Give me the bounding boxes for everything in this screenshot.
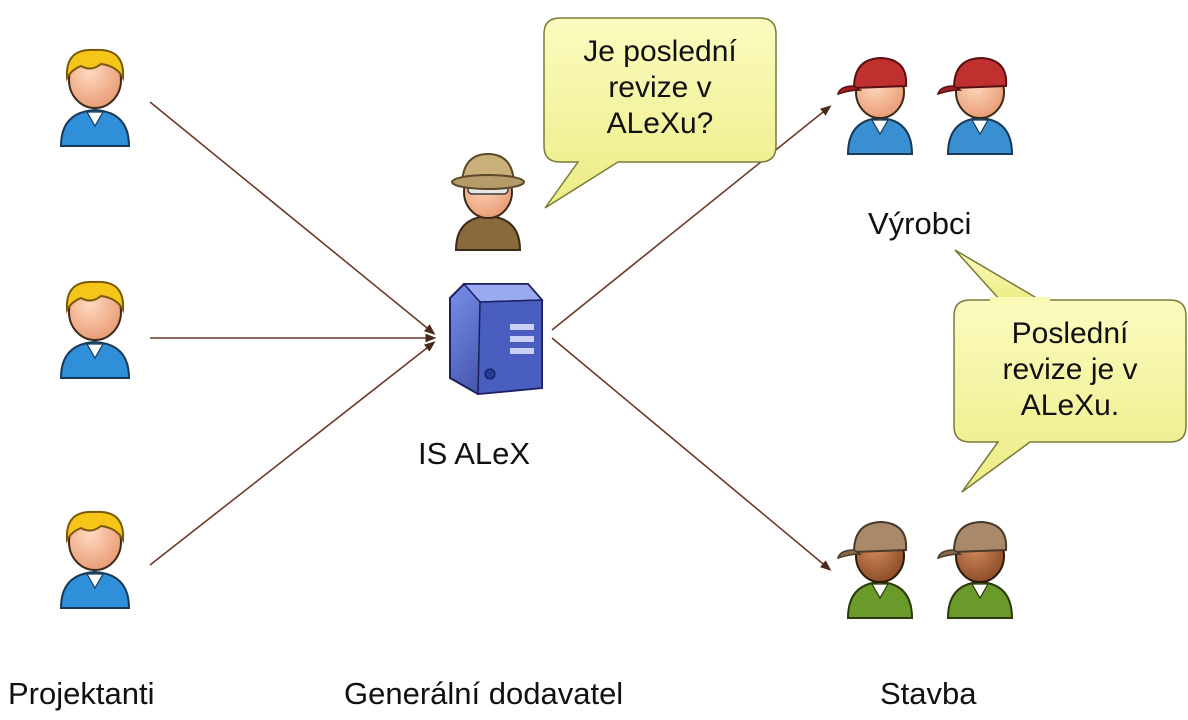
- edge-system-to-site: [551, 337, 832, 571]
- site-person-2: [936, 520, 1014, 619]
- question-line-1: Je poslední: [583, 35, 737, 68]
- person-red-cap-icon: [936, 56, 1014, 155]
- question-line-3: ALeXu?: [606, 107, 714, 140]
- question-bubble: [543, 17, 777, 209]
- person-hat-icon: [451, 152, 525, 251]
- manufacturer-person-2: [936, 56, 1014, 155]
- contractor-label: Generální dodavatel: [344, 676, 624, 711]
- server-icon: [449, 283, 544, 396]
- site-label: Stavba: [880, 676, 977, 711]
- edge-system-to-manufacturers: [551, 105, 832, 331]
- person-blonde-icon: [59, 48, 131, 147]
- connectors: [149, 101, 832, 571]
- person-brown-cap-icon: [936, 520, 1014, 619]
- system-label: IS ALeX: [418, 436, 531, 471]
- answer-bubble: [953, 299, 1187, 493]
- question-bubble-text: Je poslední revize v ALeXu?: [546, 34, 774, 142]
- answer-line-1: Poslední: [1011, 317, 1129, 350]
- edge-designer-1-to-system: [149, 101, 436, 335]
- answer-bubble-text: Poslední revize je v ALeXu.: [956, 316, 1184, 424]
- designer-person-2: [59, 280, 131, 379]
- designer-person-3: [59, 510, 131, 609]
- person-blonde-icon: [59, 510, 131, 609]
- person-blonde-icon: [59, 280, 131, 379]
- designer-person-1: [59, 48, 131, 147]
- person-red-cap-icon: [836, 56, 914, 155]
- designers-label: Projektanti: [8, 676, 155, 711]
- manufacturer-person-1: [836, 56, 914, 155]
- answer-bubble-seam: [990, 297, 1050, 303]
- site-person-1: [836, 520, 914, 619]
- question-line-2: revize v: [608, 71, 712, 104]
- manufacturers-label: Výrobci: [868, 206, 972, 241]
- person-brown-cap-icon: [836, 520, 914, 619]
- answer-line-3: ALeXu.: [1020, 389, 1120, 422]
- answer-bubble-tail-top: [954, 249, 1043, 301]
- contractor-person: [451, 152, 525, 251]
- edge-designer-3-to-system: [149, 341, 436, 566]
- answer-line-2: revize je v: [1002, 353, 1138, 386]
